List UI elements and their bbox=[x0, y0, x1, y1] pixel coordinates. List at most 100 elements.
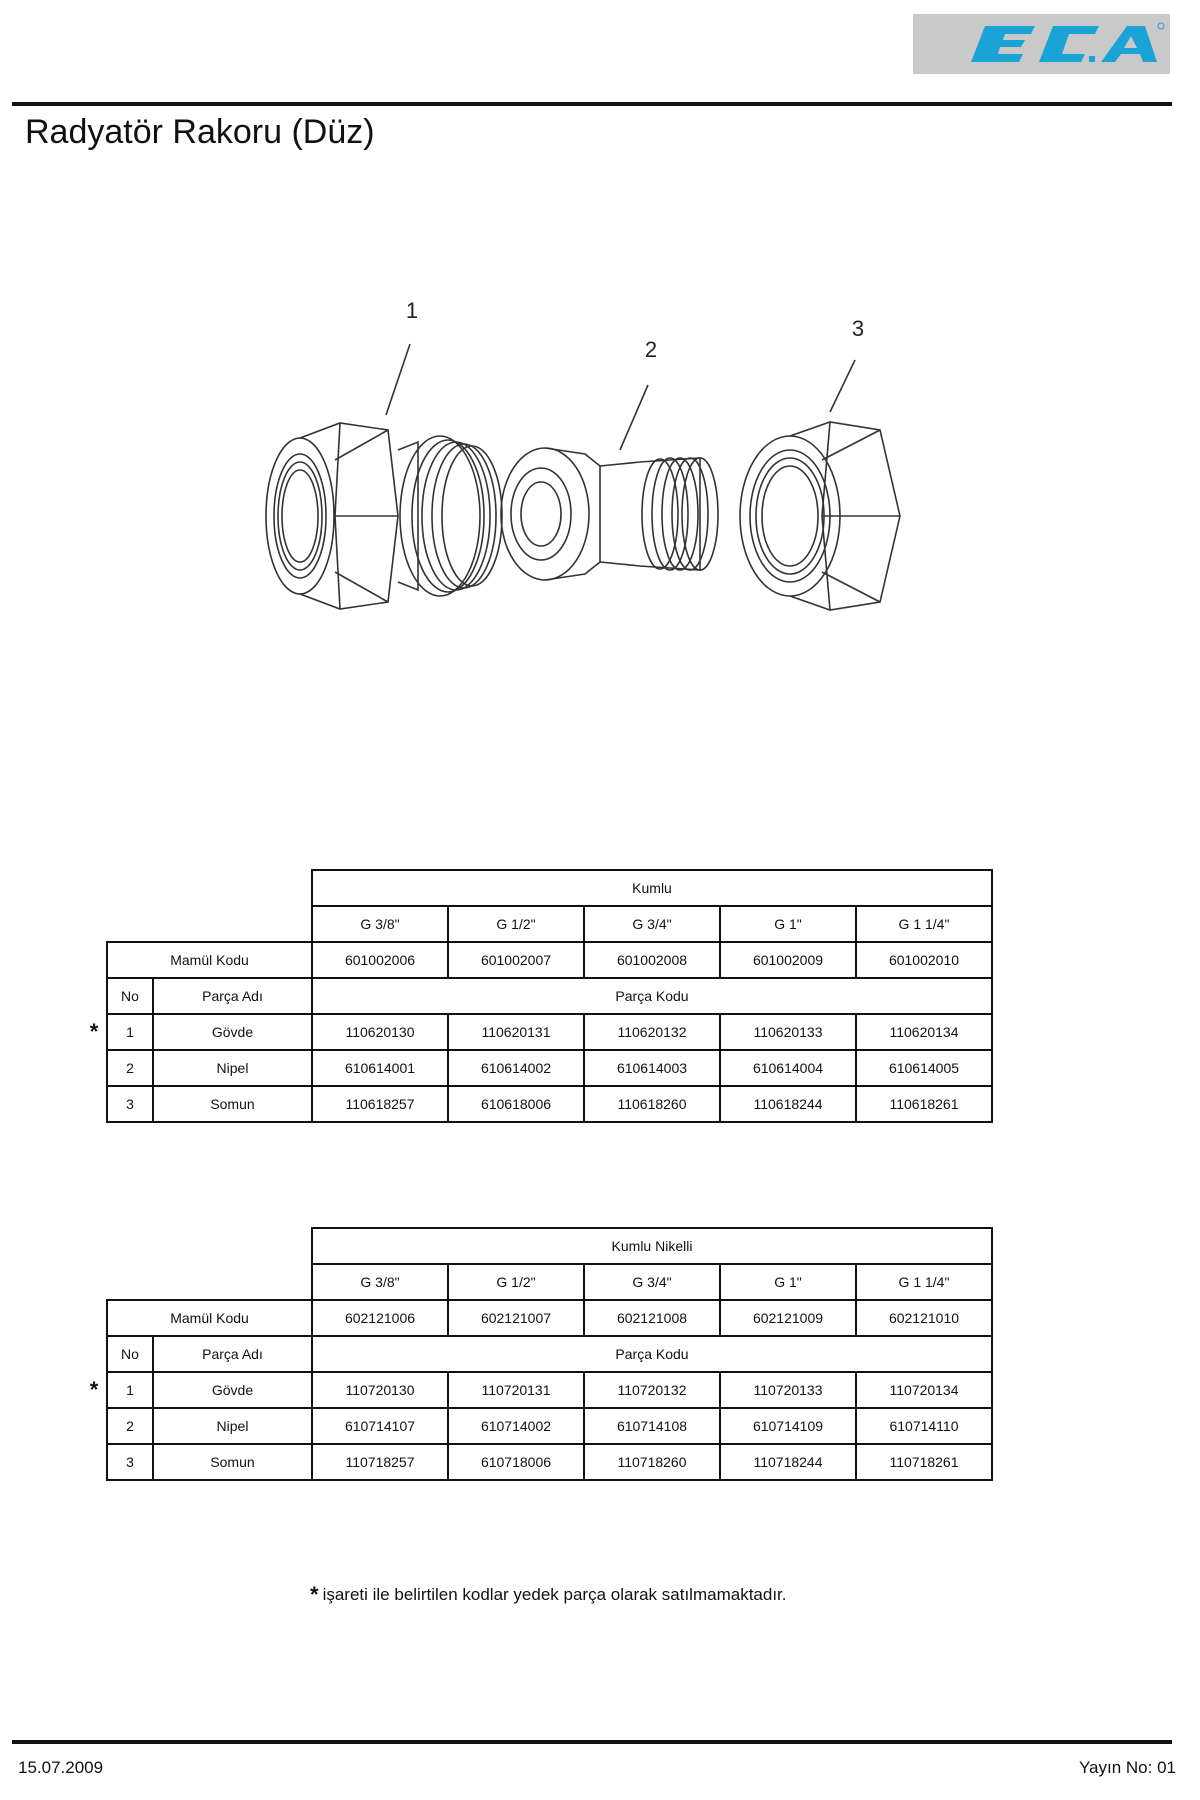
issue-number: Yayın No: 01 bbox=[1078, 1758, 1176, 1777]
row-no: 3 bbox=[106, 1085, 154, 1123]
row-marker bbox=[82, 1086, 107, 1122]
callout-2: 2 bbox=[645, 337, 657, 362]
leader-line-3 bbox=[829, 359, 856, 413]
part-code: 110618260 bbox=[583, 1085, 721, 1123]
header-rule bbox=[12, 102, 1172, 106]
part-code: 110618257 bbox=[311, 1085, 449, 1123]
part-code: 110720133 bbox=[719, 1371, 857, 1409]
blank-cell bbox=[82, 1228, 107, 1264]
part-code: 110720130 bbox=[311, 1371, 449, 1409]
callout-3: 3 bbox=[852, 316, 864, 341]
part-code: 110620132 bbox=[583, 1013, 721, 1051]
footnote: *işareti ile belirtilen kodlar yedek par… bbox=[310, 1582, 787, 1608]
product-code: 601002007 bbox=[447, 941, 585, 979]
row-part-name: Gövde bbox=[152, 1371, 313, 1409]
finish-header: Kumlu bbox=[311, 869, 993, 907]
row-no: 2 bbox=[106, 1407, 154, 1445]
finish-header: Kumlu Nikelli bbox=[311, 1227, 993, 1265]
part-code: 110618244 bbox=[719, 1085, 857, 1123]
blank-cell bbox=[153, 906, 312, 942]
part-code: 610614002 bbox=[447, 1049, 585, 1087]
table-row: 3 Somun 110618257 610618006 110618260 11… bbox=[82, 1085, 993, 1123]
size-header: G 3/4" bbox=[583, 905, 721, 943]
size-header: G 1 1/4" bbox=[855, 905, 993, 943]
product-code: 601002010 bbox=[855, 941, 993, 979]
eca-logo bbox=[913, 14, 1170, 74]
part-3-nut bbox=[739, 421, 901, 611]
product-code-label: Mamül Kodu bbox=[106, 941, 313, 979]
table-row: 2 Nipel 610714107 610714002 610714108 61… bbox=[82, 1407, 993, 1445]
parts-table-kumlu-nikelli: Kumlu Nikelli G 3/8" G 1/2" G 3/4" G 1" … bbox=[82, 1227, 993, 1481]
part-name-label: Parça Adı bbox=[152, 977, 313, 1015]
blank-cell bbox=[82, 906, 107, 942]
table-row: 2 Nipel 610614001 610614002 610614003 61… bbox=[82, 1049, 993, 1087]
table-row: * 1 Gövde 110620130 110620131 110620132 … bbox=[82, 1013, 993, 1051]
blank-cell bbox=[107, 870, 153, 906]
size-header: G 3/4" bbox=[583, 1263, 721, 1301]
callout-1: 1 bbox=[406, 298, 418, 323]
part-code: 110720131 bbox=[447, 1371, 585, 1409]
part-2-nipple bbox=[500, 447, 719, 581]
product-code: 602121006 bbox=[311, 1299, 449, 1337]
row-no: 3 bbox=[106, 1443, 154, 1481]
table-row: 3 Somun 110718257 610718006 110718260 11… bbox=[82, 1443, 993, 1481]
size-header: G 1" bbox=[719, 905, 857, 943]
blank-cell bbox=[107, 906, 153, 942]
page-title: Radyatör Rakoru (Düz) bbox=[25, 113, 375, 151]
size-header: G 1 1/4" bbox=[855, 1263, 993, 1301]
row-part-name: Somun bbox=[152, 1085, 313, 1123]
product-code-label: Mamül Kodu bbox=[106, 1299, 313, 1337]
part-code-label: Parça Kodu bbox=[311, 977, 993, 1015]
size-header: G 3/8" bbox=[311, 905, 449, 943]
part-code: 610614001 bbox=[311, 1049, 449, 1087]
row-part-name: Somun bbox=[152, 1443, 313, 1481]
part-code: 610614004 bbox=[719, 1049, 857, 1087]
size-header: G 1" bbox=[719, 1263, 857, 1301]
row-marker bbox=[82, 1050, 107, 1086]
part-name-label: Parça Adı bbox=[152, 1335, 313, 1373]
product-code: 601002009 bbox=[719, 941, 857, 979]
row-part-name: Gövde bbox=[152, 1013, 313, 1051]
size-header: G 1/2" bbox=[447, 905, 585, 943]
row-part-name: Nipel bbox=[152, 1049, 313, 1087]
row-no: 2 bbox=[106, 1049, 154, 1087]
part-code: 610614005 bbox=[855, 1049, 993, 1087]
part-code: 610714110 bbox=[855, 1407, 993, 1445]
blank-cell bbox=[82, 1264, 107, 1300]
part-code: 110718261 bbox=[855, 1443, 993, 1481]
row-no: 1 bbox=[106, 1371, 154, 1409]
row-part-name: Nipel bbox=[152, 1407, 313, 1445]
part-code: 110720134 bbox=[855, 1371, 993, 1409]
not-for-sale-marker: * bbox=[89, 1019, 99, 1044]
part-code: 110618261 bbox=[855, 1085, 993, 1123]
part-code: 110718257 bbox=[311, 1443, 449, 1481]
fitting-drawing: 1 2 3 bbox=[265, 298, 901, 611]
part-code: 610618006 bbox=[447, 1085, 585, 1123]
blank-cell bbox=[153, 870, 312, 906]
part-code: 110620131 bbox=[447, 1013, 585, 1051]
footer-rule bbox=[12, 1740, 1172, 1744]
parts-table-kumlu: Kumlu G 3/8" G 1/2" G 3/4" G 1" G 1 1/4"… bbox=[82, 869, 993, 1123]
blank-cell bbox=[82, 1300, 107, 1336]
part-code: 610614003 bbox=[583, 1049, 721, 1087]
part-code: 610714107 bbox=[311, 1407, 449, 1445]
table-row: * 1 Gövde 110720130 110720131 110720132 … bbox=[82, 1371, 993, 1409]
blank-cell bbox=[153, 1264, 312, 1300]
part-1-body bbox=[265, 422, 503, 610]
footnote-marker: * bbox=[310, 1582, 319, 1607]
eca-logo-mark bbox=[971, 22, 1165, 62]
part-code: 110620134 bbox=[855, 1013, 993, 1051]
footnote-text: işareti ile belirtilen kodlar yedek parç… bbox=[322, 1585, 787, 1604]
part-code: 610714108 bbox=[583, 1407, 721, 1445]
part-code: 110718260 bbox=[583, 1443, 721, 1481]
no-label: No bbox=[106, 977, 154, 1015]
leader-line-2 bbox=[619, 384, 649, 451]
part-code: 110620133 bbox=[719, 1013, 857, 1051]
part-code: 110720132 bbox=[583, 1371, 721, 1409]
product-code: 602121010 bbox=[855, 1299, 993, 1337]
product-code: 602121008 bbox=[583, 1299, 721, 1337]
not-for-sale-marker: * bbox=[89, 1377, 99, 1402]
blank-cell bbox=[82, 942, 107, 978]
blank-cell bbox=[82, 1336, 107, 1372]
row-no: 1 bbox=[106, 1013, 154, 1051]
